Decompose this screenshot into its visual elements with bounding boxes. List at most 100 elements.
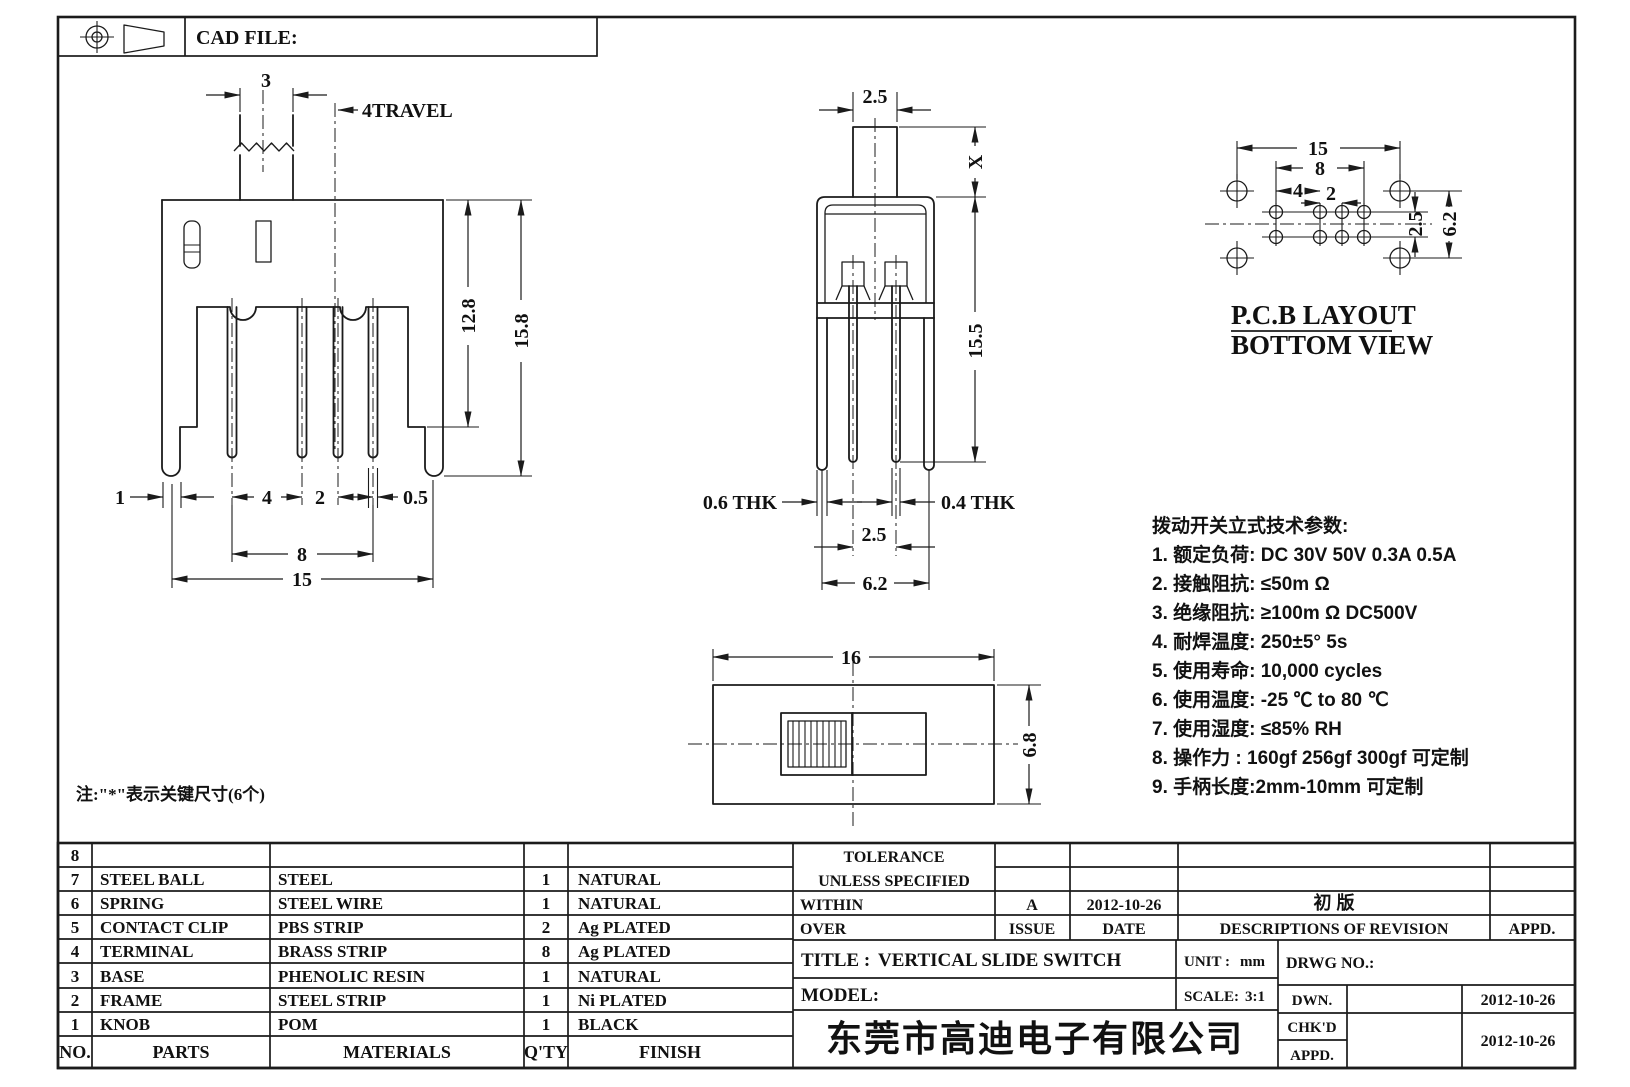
row-finish: BLACK — [578, 1015, 639, 1034]
drwg-no-label: DRWG NO.: — [1286, 955, 1374, 972]
row-qty: 1 — [542, 1015, 551, 1034]
pcb-layout-view: 15 8 4 2 2.5 6.2 P.C.B LAYOUT BOTTOM VIE… — [1205, 138, 1462, 360]
row-no: 6 — [71, 894, 80, 913]
issue-label: ISSUE — [1009, 921, 1055, 938]
row-part: BASE — [100, 967, 144, 986]
dim-knob-height: X — [965, 154, 987, 169]
top-view: 16 6.8 — [688, 647, 1041, 828]
tech-specs-title: 拨动开关立式技术参数: — [1152, 516, 1349, 537]
dim-total-height: 15.8 — [511, 314, 533, 349]
scale-label: SCALE: — [1184, 989, 1239, 1005]
pin-holes — [1262, 203, 1378, 246]
tech-spec-item: 5. 使用寿命: 10,000 cycles — [1152, 661, 1383, 682]
dim-pitch-b: 2 — [315, 487, 325, 509]
row-part: CONTACT CLIP — [100, 918, 228, 937]
parts-table-grid — [56, 841, 1577, 1070]
within-label: WITHIN — [800, 897, 864, 914]
row-no: 3 — [71, 967, 80, 986]
side-view: 2.5 X 15.5 0.6 THK 0.4 THK 2.5 6.2 — [703, 86, 1016, 595]
row-qty: 1 — [542, 870, 551, 889]
projection-symbol-box: CAD FILE: — [57, 16, 598, 57]
dim-pcb-row-span: 2.5 — [1405, 212, 1427, 237]
dim-travel: 4TRAVEL — [362, 100, 453, 122]
title-value: VERTICAL SLIDE SWITCH — [878, 950, 1121, 971]
revision-description: 初 版 — [1313, 892, 1354, 913]
dim-pin-width: 0.5 — [403, 487, 428, 509]
title-block-content: TOLERANCE UNLESS SPECIFIED WITHIN OVER A… — [800, 849, 1555, 1064]
tech-spec-item: 2. 接触阻抗: ≤50m Ω — [1152, 574, 1330, 595]
dim-leg-width: 1 — [115, 487, 125, 509]
dim-pcb-8: 8 — [1315, 158, 1325, 180]
row-qty: 8 — [542, 942, 551, 961]
target-symbol-icon — [80, 21, 114, 53]
row-material: STEEL STRIP — [278, 991, 386, 1010]
model-label: MODEL: — [801, 985, 879, 1006]
row-part: TERMINAL — [100, 942, 194, 961]
row-qty: 1 — [542, 894, 551, 913]
dim-knob-thickness: 2.5 — [863, 86, 888, 108]
unit-label: UNIT : — [1184, 954, 1230, 970]
dim-top-width: 6.8 — [1019, 733, 1041, 758]
tech-spec-item: 4. 耐焊温度: 250±5° 5s — [1152, 632, 1348, 653]
pcb-bottom-view-label: BOTTOM VIEW — [1231, 330, 1433, 360]
appd-label: APPD. — [1290, 1048, 1334, 1064]
row-part: KNOB — [100, 1015, 150, 1034]
row-part: SPRING — [100, 894, 164, 913]
projection-cone-icon — [123, 24, 165, 54]
row-material: POM — [278, 1015, 318, 1034]
row-no: 7 — [71, 870, 80, 889]
chkd-appd-date: 2012-10-26 — [1481, 1033, 1556, 1050]
chkd-label: CHK'D — [1287, 1020, 1336, 1036]
row-finish: Ag PLATED — [578, 942, 671, 961]
row-no: 5 — [71, 918, 80, 937]
header-no: NO. — [59, 1042, 91, 1062]
row-no: 2 — [71, 991, 80, 1010]
row-material: BRASS STRIP — [278, 942, 387, 961]
title-label: TITLE : — [801, 950, 870, 971]
dim-leg-span: 6.2 — [863, 573, 888, 595]
tech-spec-item: 8. 操作力 : 160gf 256gf 300gf 可定制 — [1152, 748, 1469, 769]
tech-spec-item: 1. 额定负荷: DC 30V 50V 0.3A 0.5A — [1152, 545, 1457, 566]
pcb-layout-title: P.C.B LAYOUT — [1231, 300, 1416, 330]
mount-holes — [1220, 174, 1417, 275]
dim-span-inner: 8 — [297, 544, 307, 566]
front-view: 3 4TRAVEL 12.8 15.8 1 4 2 0.5 8 — [115, 70, 533, 591]
parts-table-content: 8 7 STEEL BALL STEEL 1 NATURAL 6 SPRING … — [59, 846, 701, 1062]
row-material: STEEL WIRE — [278, 894, 383, 913]
row-finish: NATURAL — [578, 870, 661, 889]
row-material: PHENOLIC RESIN — [278, 967, 426, 986]
row-material: PBS STRIP — [278, 918, 364, 937]
dim-frame-thickness: 0.6 THK — [703, 492, 778, 514]
unit-value: mm — [1240, 954, 1265, 970]
row-finish: NATURAL — [578, 894, 661, 913]
header-qty: Q'TY — [524, 1042, 568, 1062]
row-qty: 1 — [542, 991, 551, 1010]
tolerance-label2: UNLESS SPECIFIED — [818, 873, 970, 890]
dim-top-length: 16 — [841, 647, 861, 669]
key-dimension-note: 注:"*"表示关键尺寸(6个) — [76, 785, 265, 804]
row-finish: NATURAL — [578, 967, 661, 986]
row-material: STEEL — [278, 870, 333, 889]
over-label: OVER — [800, 921, 847, 938]
dim-pcb-mount-span: 6.2 — [1439, 212, 1461, 237]
dim-body-height: 12.8 — [458, 299, 480, 334]
tech-spec-item: 9. 手柄长度:2mm-10mm 可定制 — [1152, 777, 1424, 798]
dim-pin-thickness: 0.4 THK — [941, 492, 1016, 514]
tolerance-label: TOLERANCE — [843, 849, 944, 866]
header-materials: MATERIALS — [343, 1042, 451, 1062]
issue-date: 2012-10-26 — [1087, 897, 1162, 914]
row-no: 8 — [71, 846, 80, 865]
dim-pin-span: 2.5 — [862, 524, 887, 546]
company-name: 东莞市高迪电子有限公司 — [826, 1018, 1244, 1059]
dim-side-height: 15.5 — [965, 324, 987, 359]
row-qty: 1 — [542, 967, 551, 986]
tech-spec-item: 6. 使用温度: -25 ℃ to 80 ℃ — [1152, 690, 1389, 711]
issue-value: A — [1026, 897, 1038, 914]
appd-header: APPD. — [1509, 921, 1556, 938]
date-label: DATE — [1102, 921, 1145, 938]
row-finish: Ni PLATED — [578, 991, 667, 1010]
dim-span-outer: 15 — [292, 569, 312, 591]
row-no: 1 — [71, 1015, 80, 1034]
